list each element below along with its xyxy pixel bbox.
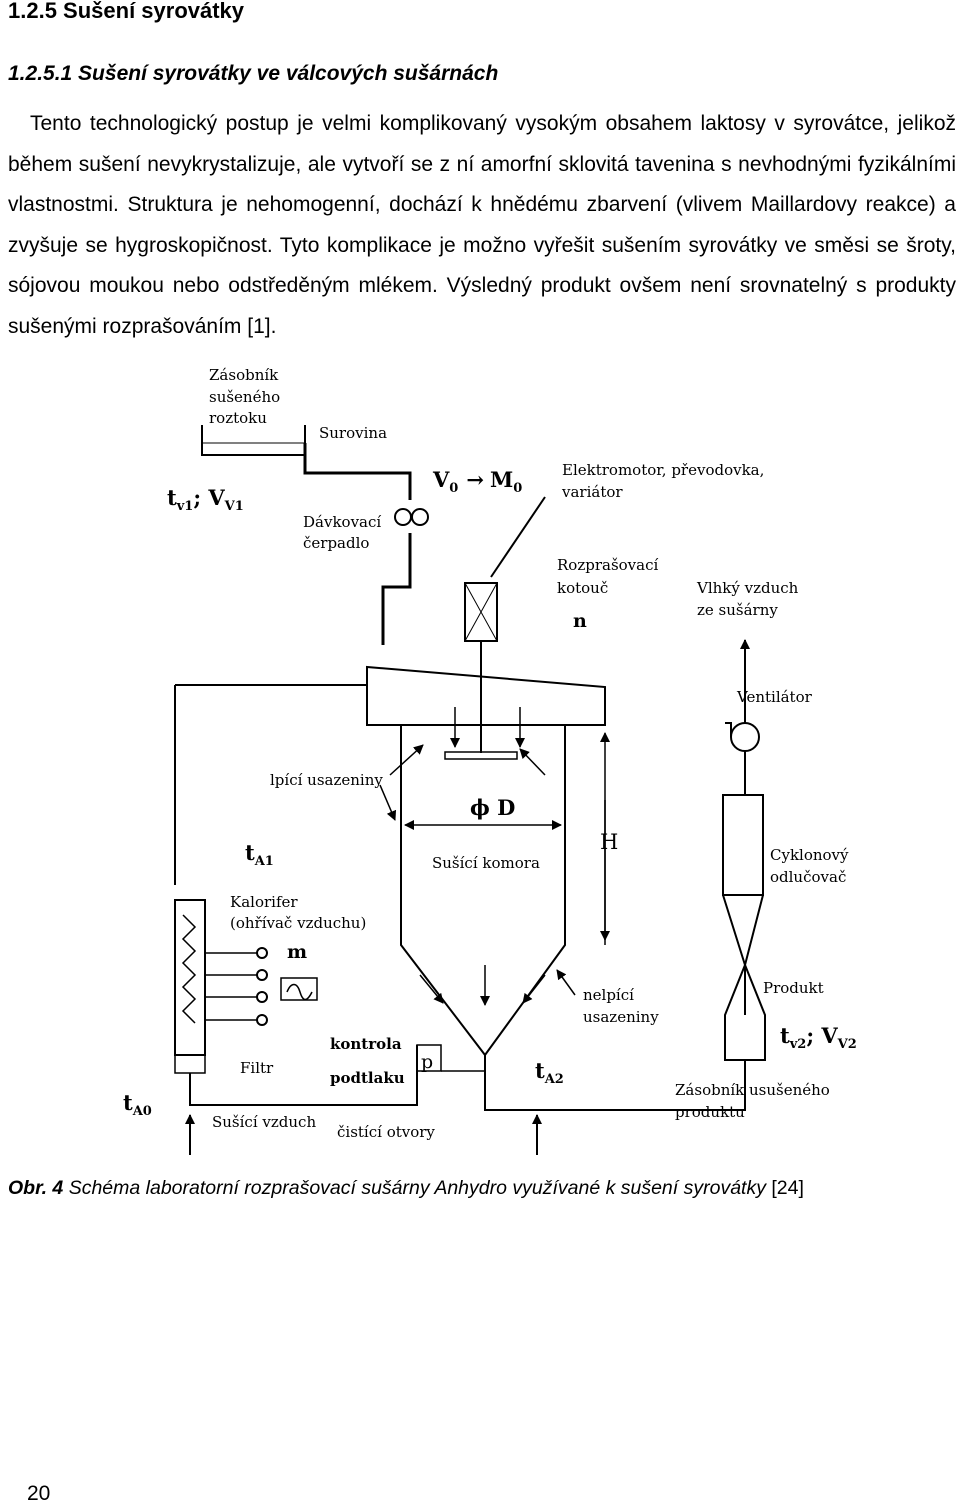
feed-tank bbox=[201, 425, 306, 456]
pressure-gauge-box bbox=[416, 1044, 442, 1072]
label-m: m bbox=[287, 941, 307, 963]
label-kontrola: kontrola bbox=[330, 1035, 402, 1053]
label-zasobnik-produktu: Zásobník usušeného bbox=[675, 1081, 830, 1099]
label-cistici: čistící otvory bbox=[337, 1123, 435, 1141]
label-tv1: tv1; VV1 bbox=[167, 485, 244, 514]
svg-text:podtlaku: podtlaku bbox=[330, 1069, 405, 1087]
pump-symbol bbox=[394, 508, 412, 526]
label-kalorifer: Kalorifer bbox=[230, 893, 298, 911]
label-surovina: Surovina bbox=[319, 424, 387, 442]
figure-caption: Obr. 4 Schéma laboratorní rozprašovací s… bbox=[8, 1177, 804, 1200]
label-n: n bbox=[573, 610, 587, 632]
svg-text:sušeného: sušeného bbox=[209, 388, 280, 406]
label-vlhky: Vlhký vzduch bbox=[696, 579, 799, 597]
label-ventilator: Ventilátor bbox=[736, 688, 813, 706]
svg-text:odlučovač: odlučovač bbox=[770, 868, 846, 886]
svg-text:variátor: variátor bbox=[561, 483, 623, 501]
label-v0-m0: V0→M0 bbox=[432, 467, 522, 496]
caption-label: Obr. 4 bbox=[8, 1177, 64, 1199]
label-elektromotor: Elektromotor, převodovka, bbox=[562, 461, 764, 479]
label-produkt: Produkt bbox=[763, 979, 824, 997]
feed-line bbox=[303, 443, 412, 500]
label-tank: Zásobník bbox=[209, 366, 279, 384]
label-nelpici: nelpící bbox=[583, 986, 634, 1004]
label-ta0: tA0 bbox=[123, 1090, 152, 1119]
filter-box bbox=[174, 1054, 206, 1074]
caption-text: Schéma laboratorní rozprašovací sušárny … bbox=[63, 1177, 772, 1199]
caption-reference: [24] bbox=[771, 1177, 804, 1199]
label-komora: Sušící komora bbox=[432, 854, 540, 872]
label-lpici: lpící usazeniny bbox=[270, 771, 383, 789]
label-ta1: tA1 bbox=[245, 840, 274, 869]
paragraph: Tento technologický postup je velmi komp… bbox=[8, 112, 956, 338]
section-heading: 1.2.5 Sušení syrovátky bbox=[8, 0, 245, 23]
svg-text:kotouč: kotouč bbox=[557, 579, 608, 597]
svg-text:ze sušárny: ze sušárny bbox=[697, 601, 778, 619]
body-text: Tento technologický postup je velmi komp… bbox=[8, 104, 956, 347]
ventilator-fan bbox=[730, 722, 760, 752]
heater-control-box bbox=[280, 977, 318, 1001]
svg-text:(ohřívač vzduchu): (ohřívač vzduchu) bbox=[230, 914, 366, 932]
label-susici-vzduch: Sušící vzduch bbox=[212, 1113, 316, 1131]
chamber-cover bbox=[366, 665, 606, 726]
air-heater bbox=[174, 899, 206, 1056]
svg-text:čerpadlo: čerpadlo bbox=[303, 534, 369, 552]
page-number: 20 bbox=[27, 1482, 51, 1505]
subsection-heading: 1.2.5.1 Sušení syrovátky ve válcových su… bbox=[8, 62, 499, 85]
cyclone-separator bbox=[722, 795, 764, 1015]
label-h: H bbox=[600, 830, 618, 854]
label-davkovaci: Dávkovací bbox=[303, 513, 381, 531]
svg-text:produktu: produktu bbox=[675, 1103, 745, 1121]
dryer-schematic-figure: Zásobník sušeného roztoku Surovina Elekt… bbox=[105, 355, 860, 1160]
atomizer-disc bbox=[444, 751, 518, 760]
label-p: p bbox=[421, 1051, 433, 1073]
label-phi-d: ϕ D bbox=[470, 795, 515, 820]
label-filtr: Filtr bbox=[240, 1059, 274, 1077]
svg-text:roztoku: roztoku bbox=[209, 409, 267, 427]
label-tv2: tv2; VV2 bbox=[780, 1023, 857, 1052]
label-ta2: tA2 bbox=[535, 1058, 564, 1087]
label-rozprasovaci: Rozprašovací bbox=[557, 556, 658, 574]
svg-text:usazeniny: usazeniny bbox=[583, 1008, 659, 1026]
drying-chamber bbox=[400, 725, 566, 1095]
label-cyklon: Cyklonový bbox=[770, 846, 849, 864]
